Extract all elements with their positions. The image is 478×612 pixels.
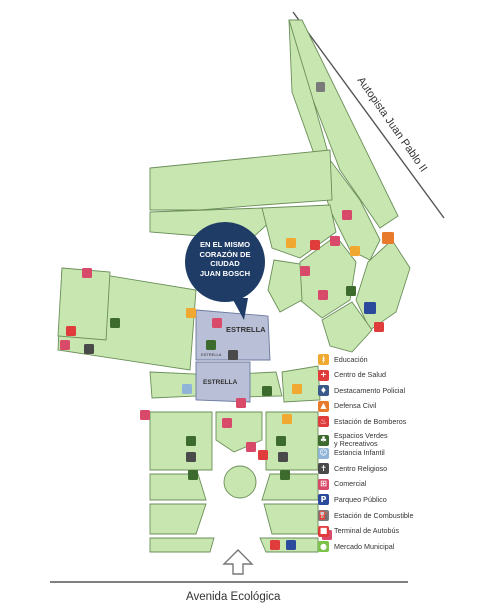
legend-label: Mercado Municipal (334, 541, 395, 551)
church-icon (228, 350, 238, 360)
tree-icon (188, 470, 198, 480)
civil-defense-icon (382, 232, 394, 244)
parking-icon (364, 302, 376, 314)
legend-label: Centro Religioso (334, 463, 388, 473)
bus-icon (270, 540, 280, 550)
church-icon (84, 344, 94, 354)
callout-text: EN EL MISMO CORAZÓN DE CIUDAD JUAN BOSCH (184, 240, 266, 278)
tree-icon: ♣ (318, 434, 329, 446)
civil-defense-icon: ▲ (318, 400, 329, 412)
church-icon: ✝ (318, 463, 329, 475)
legend-item: ♨ Estación de Bomberos (318, 416, 407, 428)
highway-line (292, 11, 445, 219)
school-icon: ᚼ (318, 354, 329, 365)
legend-label: Terminal de Autobús (334, 526, 400, 536)
legend-label: Estación de Bomberos (334, 416, 407, 426)
legend-item: P Parqueo Público (318, 494, 387, 506)
police-icon: ♦ (318, 385, 329, 397)
parking-icon: P (318, 494, 329, 506)
fuel-icon (316, 82, 325, 92)
tree-icon (206, 340, 216, 350)
shopping-cart-icon (330, 236, 340, 246)
health-cross-icon (66, 326, 76, 336)
tree-icon (262, 386, 272, 396)
school-icon (186, 308, 196, 318)
entrance-arrow-icon (222, 549, 254, 575)
church-icon (186, 452, 196, 462)
callout-line: JUAN BOSCH (199, 268, 251, 278)
health-cross-icon (258, 450, 268, 460)
avenue-label: Avenida Ecológica (186, 591, 281, 603)
health-cross-icon: + (318, 369, 329, 381)
callout-balloon (185, 222, 265, 320)
estrella-main-label: ESTRELLA (226, 325, 266, 334)
school-icon (292, 384, 302, 394)
tree-icon (346, 286, 356, 296)
church-icon (278, 452, 288, 462)
market-icon: ● (318, 541, 329, 553)
shopping-cart-icon (82, 268, 92, 278)
callout-line: CORAZÓN DE (199, 249, 251, 259)
parking-icon (286, 540, 296, 550)
tree-icon (280, 470, 290, 480)
fuel-icon: ⛽ (318, 510, 329, 521)
health-cross-icon (310, 240, 320, 250)
tree-icon (110, 318, 120, 328)
legend-item: ▲ Defensa Civil (318, 400, 377, 412)
shopping-cart-icon: ⊞ (318, 478, 329, 490)
legend-item: ● Mercado Municipal (318, 541, 395, 553)
shopping-cart-icon (236, 398, 246, 408)
shopping-cart-icon (246, 442, 256, 452)
school-icon (282, 414, 292, 424)
legend-item: ⛽ Estación de Combustible (318, 510, 414, 521)
legend-label: Espacios Verdes y Recreativos (334, 431, 388, 448)
shopping-cart-icon (212, 318, 222, 328)
legend-label: Parqueo Público (334, 494, 387, 504)
shopping-cart-icon (318, 290, 328, 300)
school-icon (350, 246, 360, 256)
legend-item: ᚼ Educación (318, 354, 368, 365)
legend-label: Defensa Civil (334, 401, 377, 411)
shopping-cart-icon (300, 266, 310, 276)
legend-item: ♦ Destacamento Policial (318, 385, 406, 397)
estrella-small-label: ESTRELLA (201, 352, 222, 357)
legend-item: ☺ Estancia Infantil (318, 447, 385, 459)
callout-line: CIUDAD (210, 259, 240, 268)
fire-station-icon: ♨ (318, 416, 329, 428)
nursery-icon: ☺ (318, 447, 329, 459)
shopping-cart-icon (342, 210, 352, 220)
map-icons (60, 82, 394, 550)
city-blocks (57, 19, 411, 553)
legend-item: ✝ Centro Religioso (318, 463, 388, 475)
shopping-cart-icon (222, 418, 232, 428)
tree-icon (186, 436, 196, 446)
legend-item: ■ Terminal de Autobús (318, 525, 400, 537)
estrella-second-label: ESTRELLA (203, 379, 238, 386)
legend-label: Educación (334, 354, 368, 364)
legend-item: + Centro de Salud (318, 369, 386, 381)
legend-item: ♣ Espacios Verdes y Recreativos (318, 432, 388, 448)
health-cross-icon (374, 322, 384, 332)
nursery-icon (182, 384, 192, 394)
school-icon (286, 238, 296, 248)
callout-line: EN EL MISMO (199, 240, 251, 249)
shopping-cart-icon (140, 410, 150, 420)
legend-label: Estancia Infantil (334, 448, 385, 458)
legend-label: Estación de Combustible (334, 510, 414, 520)
tree-icon (276, 436, 286, 446)
legend-label: Centro de Salud (334, 370, 386, 380)
legend-label: Comercial (334, 479, 367, 489)
legend-item: ⊞ Comercial (318, 478, 367, 490)
bus-icon: ■ (318, 525, 329, 537)
shopping-cart-icon (60, 340, 70, 350)
legend-label: Destacamento Policial (334, 385, 406, 395)
